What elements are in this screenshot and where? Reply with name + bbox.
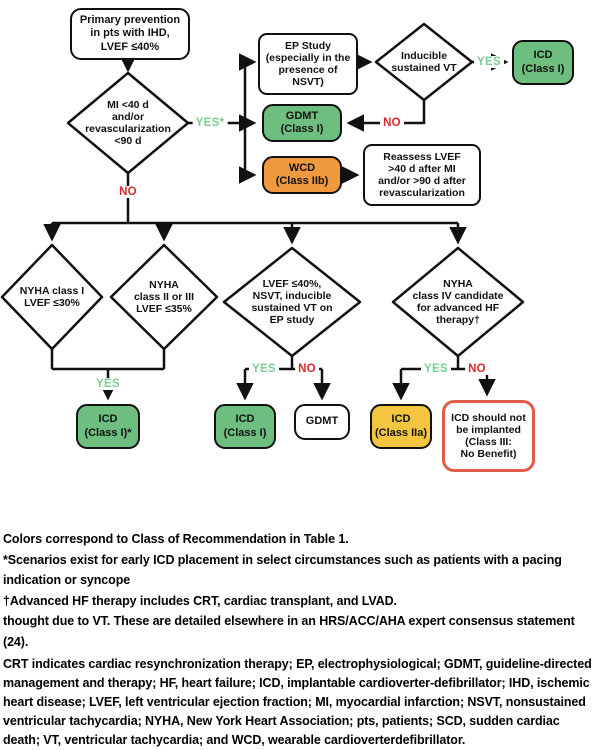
ep-study-node: EP Study (especially in the presence of … — [258, 33, 358, 95]
abbr-line: management and therapy; HF, heart failur… — [3, 676, 590, 690]
start-node-line: in pts with IHD, — [90, 27, 170, 40]
icd-decision-flowchart: Primary prevention in pts with IHD, LVEF… — [0, 8, 574, 472]
icd-top-line: (Class I) — [521, 62, 565, 75]
start-node-line: LVEF ≤40% — [100, 40, 160, 53]
nyha23-diamond-shape — [109, 243, 219, 351]
caption-asterisk-note: *Scenarios exist for early ICD placement… — [3, 552, 562, 567]
no-implant-line: be implanted — [456, 424, 521, 436]
reassess-line: and/or >90 d after — [378, 175, 466, 187]
icd-2a-line: (Class IIa) — [375, 426, 427, 439]
figure-page: { "palette": { "green_box": "#6dbe7f", "… — [0, 8, 592, 747]
nyha1-diamond-shape — [0, 243, 104, 351]
icd-2a-line: ICD — [391, 413, 411, 425]
reassess-line: revascularization — [379, 187, 465, 199]
gdmt-bottom-line: GDMT — [305, 415, 339, 428]
flow-connectors — [0, 22, 525, 401]
ep-vt-diamond-shape — [222, 246, 362, 358]
icd-star-line: ICD — [98, 413, 118, 425]
icd-star-line: (Class I)* — [84, 426, 132, 439]
abbr-line: CRT indicates cardiac resynchronization … — [3, 657, 592, 671]
abbr-line: ventricular tachycardia; NYHA, New York … — [3, 714, 560, 728]
ep-study-line: EP Study — [285, 40, 331, 52]
nyha4-diamond-shape — [391, 246, 525, 358]
icd-top-line: ICD — [533, 49, 553, 61]
no-implant-line: ICD should not — [451, 412, 526, 424]
wcd-class2b-node: WCD (Class IIb) — [262, 156, 342, 194]
wcd-line: (Class IIb) — [275, 175, 329, 187]
icd-class2a-node: ICD (Class IIa) — [370, 404, 432, 449]
gdmt-bottom-node: GDMT — [294, 404, 350, 440]
abbr-line: death; VT, ventricular tachycardia; and … — [3, 733, 466, 747]
icd-class1-bottom-node: ICD (Class I) — [214, 404, 276, 449]
abbr-line: heart disease; LVEF, left ventricular ej… — [3, 695, 586, 709]
ep-study-line: presence of — [278, 64, 338, 76]
caption-asterisk-note-cont: indication or syncope — [3, 573, 131, 587]
no-implant-line: No Benefit) — [460, 448, 517, 460]
reassess-line: >40 d after MI — [388, 163, 456, 175]
yes-label: YES — [93, 378, 123, 390]
inducible-vt-diamond-shape — [374, 22, 474, 102]
start-node-line: Primary prevention — [79, 13, 181, 26]
yes-label: YES — [474, 56, 504, 68]
yes-label: YES — [249, 363, 279, 375]
no-label: NO — [116, 186, 140, 198]
mi-timing-diamond-shape — [66, 71, 190, 175]
no-label: NO — [465, 363, 489, 375]
caption-colors-note: Colors correspond to Class of Recommenda… — [3, 532, 349, 546]
yes-star-label: YES* — [192, 117, 228, 129]
caption-dagger-note: †Advanced HF therapy includes CRT, cardi… — [3, 593, 397, 608]
icd-bottom-line: ICD — [235, 413, 255, 425]
icd-bottom-line: (Class I) — [223, 426, 267, 439]
no-label: NO — [380, 117, 404, 129]
figure-caption: Colors correspond to Class of Recommenda… — [0, 522, 600, 750]
icd-class1-star-node: ICD (Class I)* — [76, 404, 140, 449]
reassess-lvef-node: Reassess LVEF >40 d after MI and/or >90 … — [363, 144, 481, 206]
reassess-line: Reassess LVEF — [383, 151, 461, 163]
no-implant-node: ICD should not be implanted (Class III: … — [442, 400, 535, 472]
ep-study-line: NSVT) — [292, 76, 324, 88]
abbreviation-list: CRT indicates cardiac resynchronization … — [3, 655, 597, 750]
no-label: NO — [295, 363, 319, 375]
gdmt-class1-node: GDMT (Class I) — [262, 104, 342, 142]
no-implant-line: (Class III: — [465, 436, 512, 448]
caption-vt-note: thought due to VT. These are detailed el… — [3, 614, 575, 649]
icd-class1-top-node: ICD (Class I) — [512, 40, 574, 85]
gdmt-top-line: GDMT — [285, 109, 319, 122]
ep-study-line: (especially in the — [265, 52, 351, 64]
wcd-line: WCD — [288, 161, 316, 174]
yes-label: YES — [421, 363, 451, 375]
start-node: Primary prevention in pts with IHD, LVEF… — [70, 8, 190, 60]
gdmt-top-line: (Class I) — [280, 123, 324, 135]
